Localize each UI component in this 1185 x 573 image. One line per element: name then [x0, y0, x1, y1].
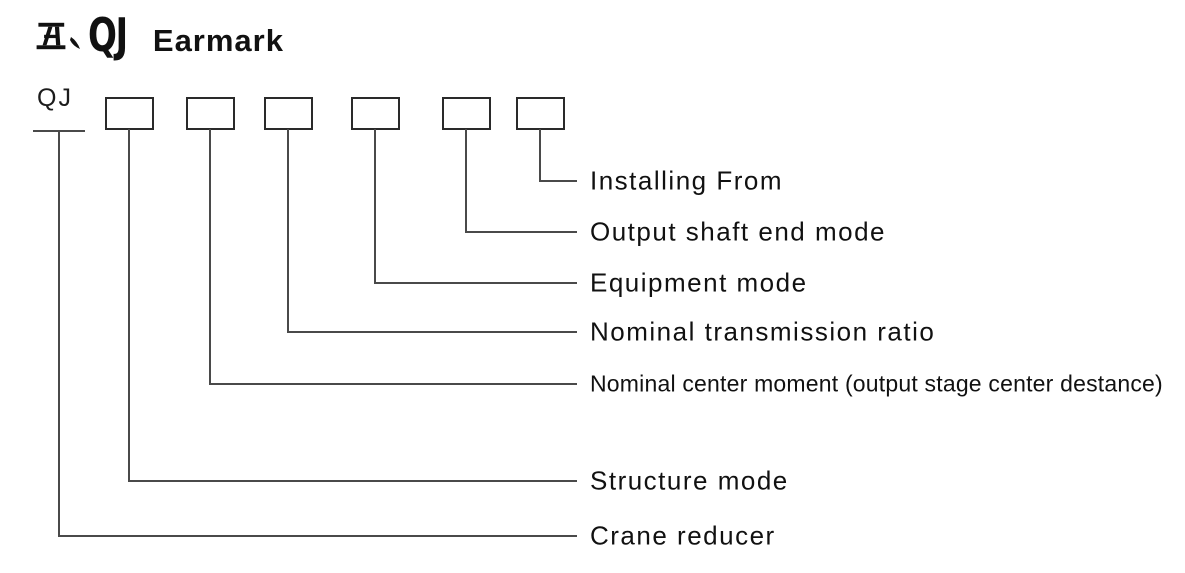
page-title: QJ Earmark	[36, 12, 284, 58]
connector-stem-equipment-mode	[374, 129, 376, 284]
code-box-6	[516, 97, 565, 130]
connector-arm-nominal-transmission-ratio	[287, 331, 577, 333]
connector-stem-output-shaft-end-mode	[465, 129, 467, 233]
connector-arm-structure-mode	[128, 480, 577, 482]
connector-arm-crane-reducer	[58, 535, 577, 537]
connector-stem-structure-mode	[128, 129, 130, 482]
code-box-5	[442, 97, 491, 130]
callout-label-crane-reducer: Crane reducer	[590, 520, 776, 551]
title-model-code: QJ	[88, 8, 128, 62]
code-box-3	[264, 97, 313, 130]
connector-stem-nominal-center-moment	[209, 129, 211, 385]
cjk-comma-icon	[69, 17, 82, 63]
prefix-code-label: QJ	[37, 84, 73, 112]
connector-arm-output-shaft-end-mode	[465, 231, 577, 233]
callout-label-equipment-mode: Equipment mode	[590, 267, 808, 298]
callout-label-structure-mode: Structure mode	[590, 465, 789, 496]
title-heading: Earmark	[152, 23, 284, 58]
connector-stem-crane-reducer	[58, 131, 60, 537]
code-box-1	[105, 97, 154, 130]
connector-arm-nominal-center-moment	[209, 383, 577, 385]
connector-arm-installing-form	[539, 180, 577, 182]
section-number-wu-icon	[36, 17, 66, 63]
code-box-2	[186, 97, 235, 130]
callout-label-nominal-center-moment: Nominal center moment (output stage cent…	[590, 370, 1163, 397]
code-box-4	[351, 97, 400, 130]
callout-label-nominal-transmission-ratio: Nominal transmission ratio	[590, 316, 936, 347]
callout-label-output-shaft-end-mode: Output shaft end mode	[590, 216, 887, 247]
connector-arm-equipment-mode	[374, 282, 577, 284]
callout-label-installing-form: Installing From	[590, 165, 783, 196]
connector-stem-installing-form	[539, 129, 541, 182]
connector-stem-nominal-transmission-ratio	[287, 129, 289, 333]
